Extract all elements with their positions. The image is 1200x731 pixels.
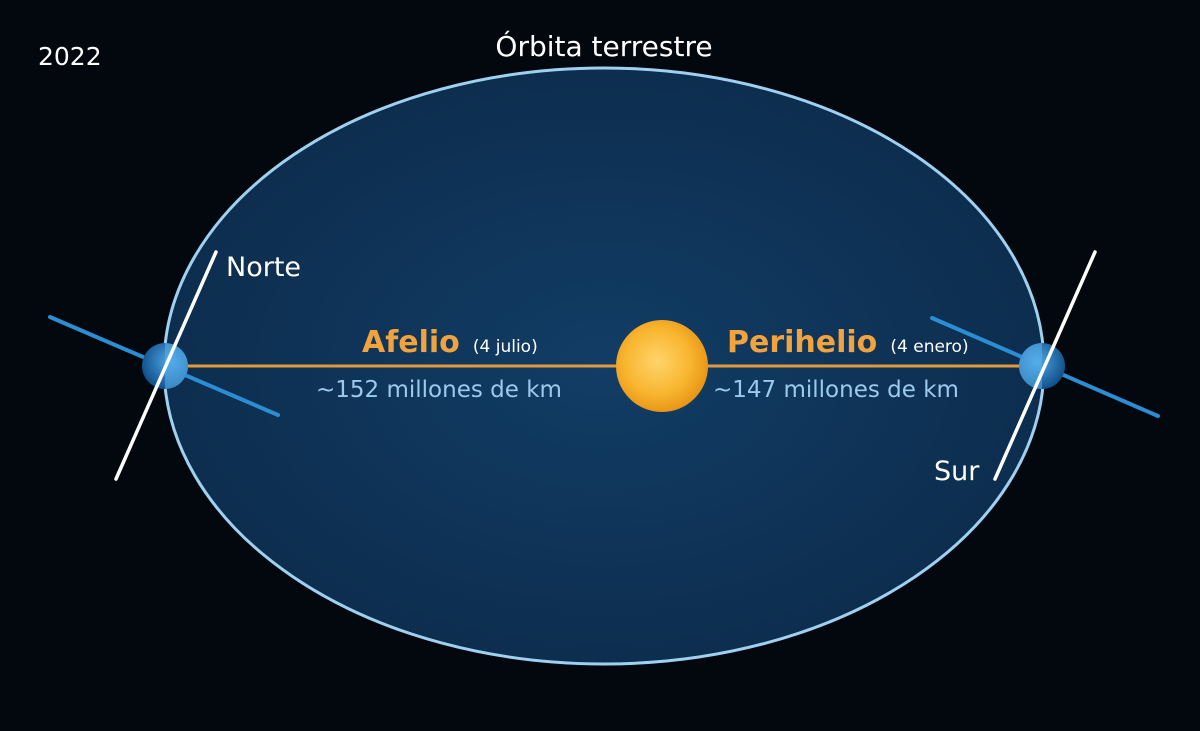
- orbit-title: Órbita terrestre: [495, 29, 712, 63]
- perihelion-name: Perihelio: [727, 325, 877, 360]
- aphelion-label: Afelio (4 julio): [362, 325, 538, 360]
- north-label: Norte: [226, 252, 301, 283]
- aphelion-rotation-axis: [114, 250, 218, 481]
- perihelion-distance: ~147 millones de km: [713, 377, 959, 403]
- aphelion-date: (4 julio): [473, 337, 538, 357]
- earth-perihelion-day-side: [1019, 343, 1042, 389]
- aphelion-distance: ~152 millones de km: [316, 377, 562, 403]
- perihelion-rotation-axis: [993, 250, 1097, 481]
- year-label: 2022: [38, 42, 102, 71]
- perihelion-label: Perihelio (4 enero): [727, 325, 969, 360]
- aphelion-name: Afelio: [362, 325, 460, 360]
- sun: [616, 320, 708, 412]
- south-label: Sur: [934, 456, 980, 487]
- perihelion-date: (4 enero): [890, 337, 968, 357]
